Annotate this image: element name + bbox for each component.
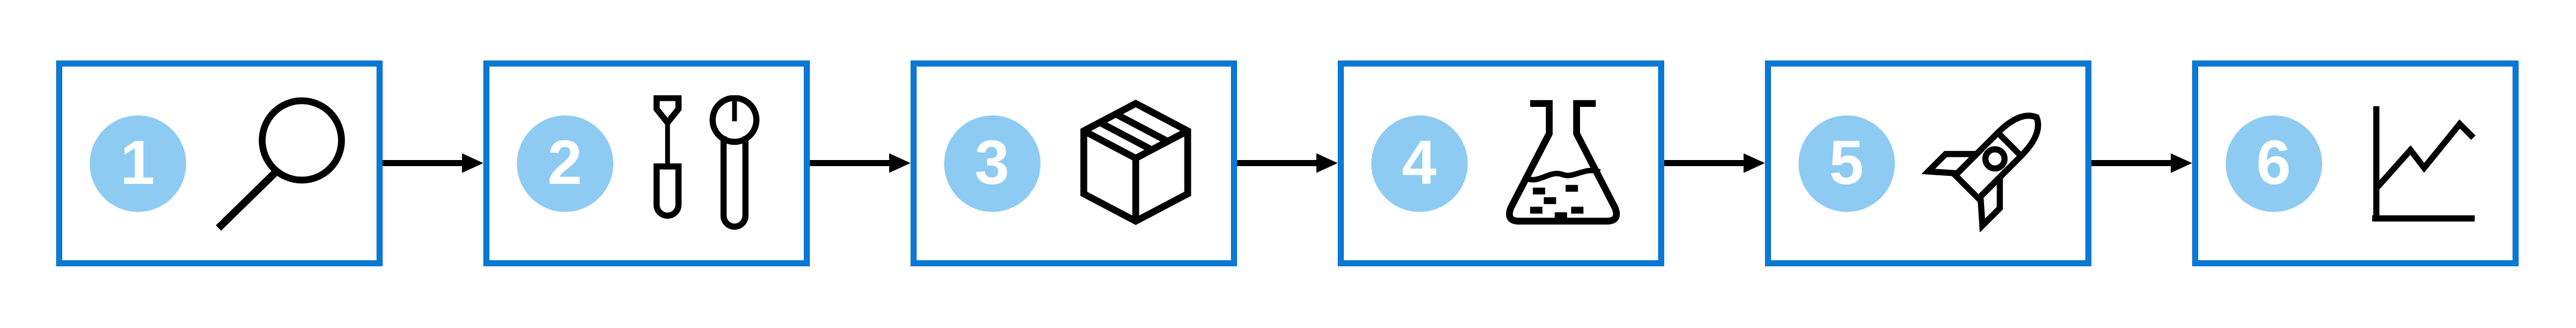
step-box-5: 5	[1765, 60, 2091, 266]
flow-arrow	[810, 152, 911, 174]
package-icon	[1067, 93, 1204, 234]
step-number-badge: 5	[1798, 115, 1895, 212]
step-number-badge: 3	[943, 115, 1041, 212]
step-number-badge: 4	[1371, 115, 1468, 212]
step-box-2: 2	[483, 60, 810, 266]
step-number: 3	[975, 127, 1009, 197]
step-number: 1	[120, 127, 155, 197]
step-number-badge: 1	[89, 115, 186, 212]
flow-arrow	[1237, 152, 1338, 174]
step-number: 6	[2256, 127, 2291, 197]
step-box-4: 4	[1338, 60, 1664, 266]
step-box-3: 3	[911, 60, 1237, 266]
rocket-icon	[1922, 93, 2058, 234]
step-box-1: 1	[56, 60, 383, 266]
step-number: 5	[1829, 127, 1864, 197]
tools-icon	[640, 93, 777, 234]
search-icon	[213, 93, 350, 234]
flow-arrow	[2091, 152, 2192, 174]
flow-arrow	[1664, 152, 1765, 174]
step-number-badge: 6	[2225, 115, 2322, 212]
step-number-badge: 2	[516, 115, 613, 212]
flask-icon	[1495, 93, 1631, 234]
flow-arrow	[383, 152, 483, 174]
step-number: 4	[1402, 127, 1437, 197]
chart-icon	[2349, 93, 2486, 234]
step-box-6: 6	[2192, 60, 2519, 266]
step-number: 2	[547, 127, 582, 197]
